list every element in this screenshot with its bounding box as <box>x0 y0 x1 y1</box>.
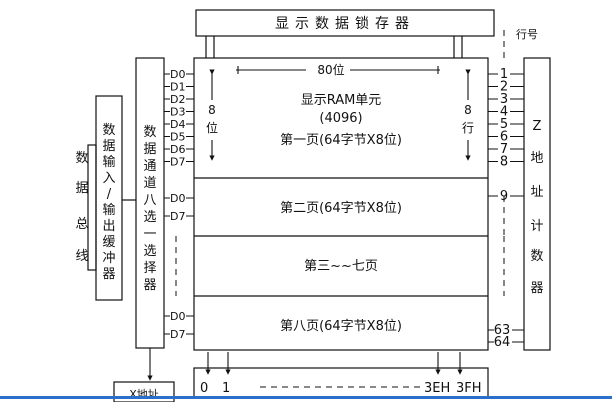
io-buffer-box <box>95 95 123 301</box>
data-line-label: D1 <box>170 81 185 94</box>
ram-box <box>193 57 489 351</box>
row-number: 8 <box>500 155 508 170</box>
latch-box <box>195 9 495 37</box>
data-line-label: D6 <box>170 143 185 156</box>
channel-selector-label: 据 <box>143 142 156 157</box>
z-counter-label: 地 <box>530 151 543 166</box>
io-buffer-label: 冲 <box>102 251 115 266</box>
data-line-label: D7 <box>170 210 185 223</box>
latch-title: 显示数据锁存器 <box>275 16 415 32</box>
channel-selector-label: 器 <box>143 278 156 293</box>
bottom-accent-bar <box>0 396 612 399</box>
data-bus-bracket <box>87 144 97 271</box>
row-number: 3 <box>500 92 508 107</box>
right-bits-unit: 行 <box>462 121 474 135</box>
row-number: 7 <box>500 142 508 157</box>
channel-selector-label: 八 <box>143 193 156 208</box>
col-start-1: 1 <box>222 381 230 396</box>
data-line-label: D0 <box>170 192 185 205</box>
page3-7-label: 第三~~七页 <box>304 259 378 274</box>
data-line-label: D5 <box>170 131 185 144</box>
data-line-label: D7 <box>170 156 185 169</box>
row-number-label: 行号 <box>516 28 538 41</box>
data-line-label: D2 <box>170 93 185 106</box>
io-buffer-label: 输 <box>102 154 115 170</box>
channel-selector-label: 选 <box>143 244 156 259</box>
io-buffer-label: 据 <box>102 139 115 154</box>
left-bits-num: 8 <box>208 103 216 117</box>
z-counter-box <box>523 57 551 351</box>
z-counter-label: 数 <box>530 249 543 264</box>
page8-label: 第八页(64字节X8位) <box>280 319 402 334</box>
data-line-label: D0 <box>170 68 185 81</box>
col-end-3fh: 3FH <box>456 381 482 396</box>
channel-selector-label: 一 <box>143 227 156 242</box>
channel-selector-label: 数 <box>143 125 156 140</box>
z-counter-label: 址 <box>530 185 543 200</box>
row-number: 6 <box>500 130 508 145</box>
page1-label: 第一页(64字节X8位) <box>280 133 402 148</box>
col-start-0: 0 <box>200 381 208 396</box>
io-buffer-label: 输 <box>102 202 115 218</box>
ram-width-label: 80位 <box>317 62 344 77</box>
row-number: 2 <box>500 80 508 95</box>
left-bits-unit: 位 <box>206 120 218 135</box>
io-buffer-label: 缓 <box>102 235 115 250</box>
z-counter-label: 计 <box>530 219 543 234</box>
channel-selector-label: 择 <box>143 261 156 276</box>
data-bus-label: 数 <box>75 151 88 166</box>
io-buffer-label: 器 <box>102 267 115 282</box>
data-line-label: D3 <box>170 106 185 119</box>
channel-selector-label: 道 <box>143 176 156 191</box>
right-bits-num: 8 <box>464 103 472 117</box>
row-number: 63 <box>494 323 511 338</box>
row-number: 4 <box>500 105 508 120</box>
channel-selector-label: 选 <box>143 210 156 225</box>
z-counter-label: 器 <box>530 281 543 296</box>
row-number: 9 <box>500 189 508 204</box>
row-number: 1 <box>500 67 508 82</box>
data-bus-label: 总 <box>75 217 88 232</box>
z-counter-label: Z <box>533 119 542 134</box>
ram-title-line1: 显示RAM单元 <box>301 93 382 108</box>
row-number: 64 <box>494 335 511 350</box>
data-bus-label: 线 <box>75 249 88 264</box>
col-end-3eh: 3EH <box>424 381 450 396</box>
io-buffer-label: 入 <box>102 171 115 186</box>
row-number: 5 <box>500 117 508 132</box>
data-line-label: D4 <box>170 118 185 131</box>
ram-title-line2: (4096) <box>319 111 362 126</box>
data-line-label: D0 <box>170 310 185 323</box>
page2-label: 第二页(64字节X8位) <box>280 201 402 216</box>
io-buffer-label: 数 <box>102 123 115 138</box>
io-buffer-label: / <box>107 187 112 202</box>
x-address-box <box>113 381 175 402</box>
io-buffer-label: 出 <box>102 219 115 234</box>
channel-selector-label: 通 <box>143 159 156 174</box>
data-line-label: D7 <box>170 328 185 341</box>
data-bus-label: 据 <box>75 181 88 196</box>
